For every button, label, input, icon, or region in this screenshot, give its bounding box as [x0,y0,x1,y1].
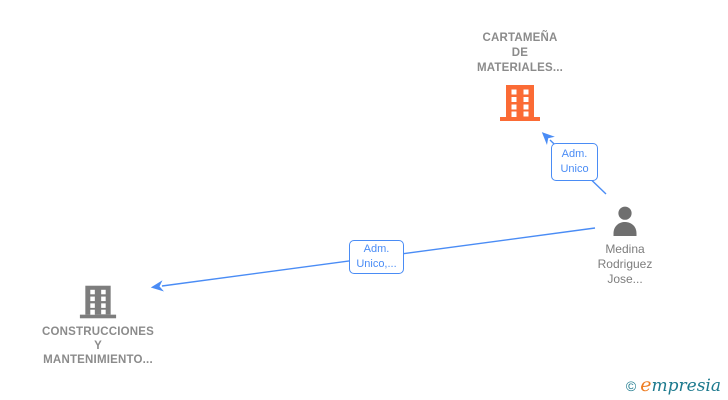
edge-label-line: Adm. [363,243,390,255]
edge-label-line: Adm. [561,148,588,160]
empresia-logo: empresia [640,374,722,396]
copyright-icon: © [625,377,637,394]
building-icon[interactable] [499,85,541,121]
node-person-medina[interactable]: Medina Rodriguez Jose... [546,206,704,287]
empresia-logo-initial: e [640,374,652,396]
person-name-label: Medina Rodriguez Jose... [597,242,653,286]
edge-label-adm-unico[interactable]: Adm. Unico [551,143,598,181]
edge-label-adm-unico-etc[interactable]: Adm. Unico,... [349,240,404,274]
edge-label-line: Unico,... [356,258,397,270]
empresia-watermark: © empresia [625,374,722,396]
person-icon[interactable] [611,206,639,236]
company-name-label: CARTAMEÑA DE MATERIALES... [476,32,564,74]
edge-label-line: Unico [560,163,589,175]
company-name-label: CONSTRUCCIONES Y MANTENIMIENTO... [41,326,155,366]
building-icon[interactable] [79,284,117,320]
node-company-construcciones[interactable]: CONSTRUCCIONES Y MANTENIMIENTO... [18,284,178,367]
node-company-cartamena[interactable]: CARTAMEÑA DE MATERIALES... [441,31,599,121]
empresia-logo-rest: mpresia [651,376,722,396]
